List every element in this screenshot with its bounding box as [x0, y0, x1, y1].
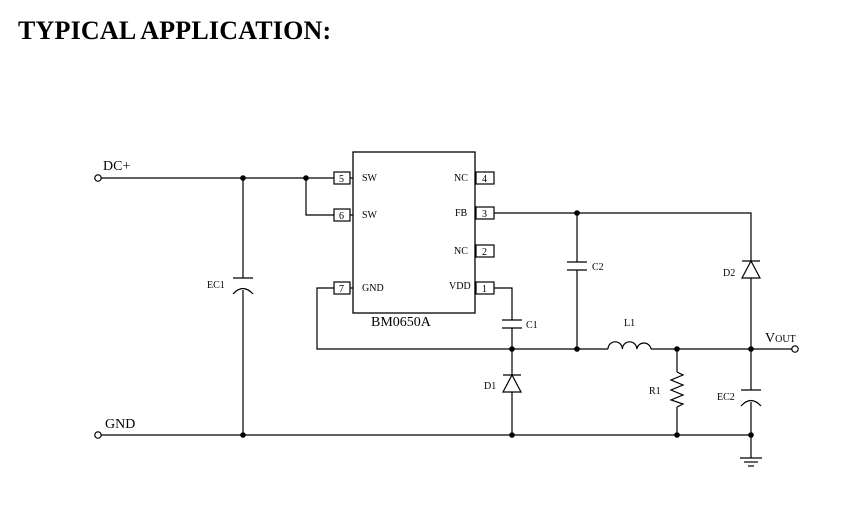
pin-5-number: 5: [339, 174, 344, 185]
pin-3-name: FB: [455, 208, 468, 219]
gnd-terminal: [94, 431, 102, 439]
pin-2-box: [475, 244, 495, 258]
pin-2-number: 2: [482, 247, 487, 258]
pin-4-box: [475, 171, 495, 185]
pin-3-box: [475, 206, 495, 220]
pin-6-name: SW: [362, 210, 378, 221]
c2-label: C2: [592, 262, 604, 273]
ic-body: [352, 151, 476, 314]
pin-2-name: NC: [454, 246, 468, 257]
pin-1-box: [475, 281, 495, 295]
l1-label: L1: [624, 318, 635, 329]
c1-capacitor: [502, 319, 522, 329]
pin-4-name: NC: [454, 173, 468, 184]
dc-plus-terminal: [94, 174, 102, 182]
ec2-label: EC2: [717, 392, 735, 403]
pin-7-box: [333, 281, 351, 295]
pin-3-number: 3: [482, 209, 487, 220]
pin-7-number: 7: [339, 284, 344, 295]
r1-label: R1: [649, 386, 661, 397]
dc-plus-label: DC+: [103, 159, 130, 174]
pin-4-number: 4: [482, 174, 487, 185]
pin-6-box: [333, 208, 351, 222]
d1-label: D1: [484, 381, 496, 392]
pin-1-name: VDD: [449, 281, 471, 292]
pin-7-name: GND: [362, 283, 384, 294]
pin-6-number: 6: [339, 211, 344, 222]
gnd-label: GND: [105, 417, 135, 432]
l1-inductor: [607, 341, 652, 350]
d2-diode: [741, 259, 761, 279]
ec1-capacitor: [232, 277, 254, 295]
c2-capacitor: [567, 261, 587, 271]
ec1-label: EC1: [207, 280, 225, 291]
ic-name: BM0650A: [371, 315, 432, 330]
c1-label: C1: [526, 320, 538, 331]
junction-dots: [240, 175, 754, 438]
page-heading: TYPICAL APPLICATION:: [18, 16, 332, 45]
vout-label: VOUT: [765, 331, 796, 346]
ec2-capacitor: [740, 389, 762, 407]
ground-symbol: [740, 457, 762, 467]
vout-terminal: [791, 345, 799, 353]
r1-resistor: [669, 371, 685, 408]
d1-diode: [502, 373, 522, 393]
pin-5-box: [333, 171, 351, 185]
d2-label: D2: [723, 268, 735, 279]
pin-5-name: SW: [362, 173, 378, 184]
pin-1-number: 1: [482, 284, 487, 295]
